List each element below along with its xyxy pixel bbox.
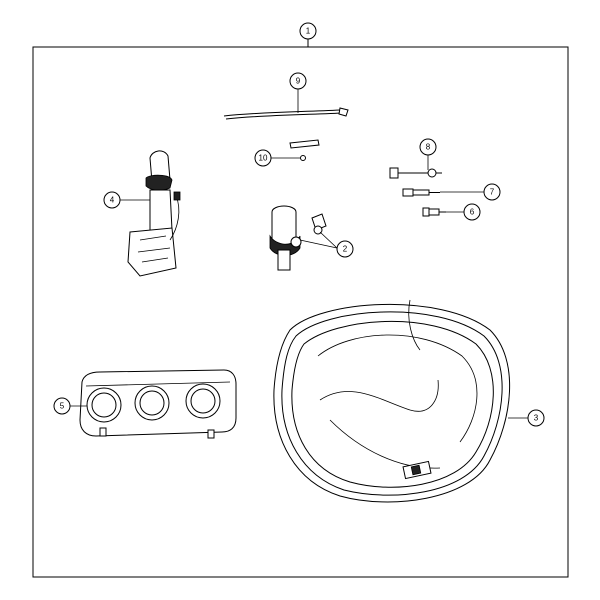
callout-10-label: 10 [259, 154, 268, 163]
callout-5: 5 [53, 397, 87, 415]
callout-9-label: 9 [296, 77, 301, 86]
callout-7-label: 7 [490, 188, 495, 197]
callout-10: 10 [254, 149, 300, 167]
callout-3: 3 [508, 409, 545, 427]
callout-1-label: 1 [306, 27, 311, 36]
callout-6: 6 [446, 203, 481, 221]
callout-3-label: 3 [534, 414, 539, 423]
part-2-pump [269, 205, 327, 271]
part-3-wiring-harness [273, 299, 511, 503]
callout-4: 4 [103, 191, 150, 209]
callout-7: 7 [440, 183, 501, 201]
part-6-bolt [422, 207, 446, 217]
part-5-control-panel [79, 369, 237, 439]
callout-8: 8 [419, 138, 437, 170]
callout-1: 1 [299, 22, 317, 47]
callout-8-label: 8 [426, 143, 431, 152]
part-4-lever-switch [127, 150, 181, 277]
part-9-wire-strap [223, 107, 349, 120]
callout-5-label: 5 [60, 402, 65, 411]
part-7-probe [402, 188, 440, 197]
callout-4-label: 4 [110, 196, 115, 205]
callout-2: 2 [299, 231, 354, 258]
callout-6-label: 6 [470, 208, 475, 217]
part-10-clip [289, 139, 320, 161]
callout-9: 9 [289, 72, 307, 113]
kit-frame [32, 46, 569, 578]
part-8-sensor [389, 167, 442, 179]
callout-2-label: 2 [343, 245, 348, 254]
